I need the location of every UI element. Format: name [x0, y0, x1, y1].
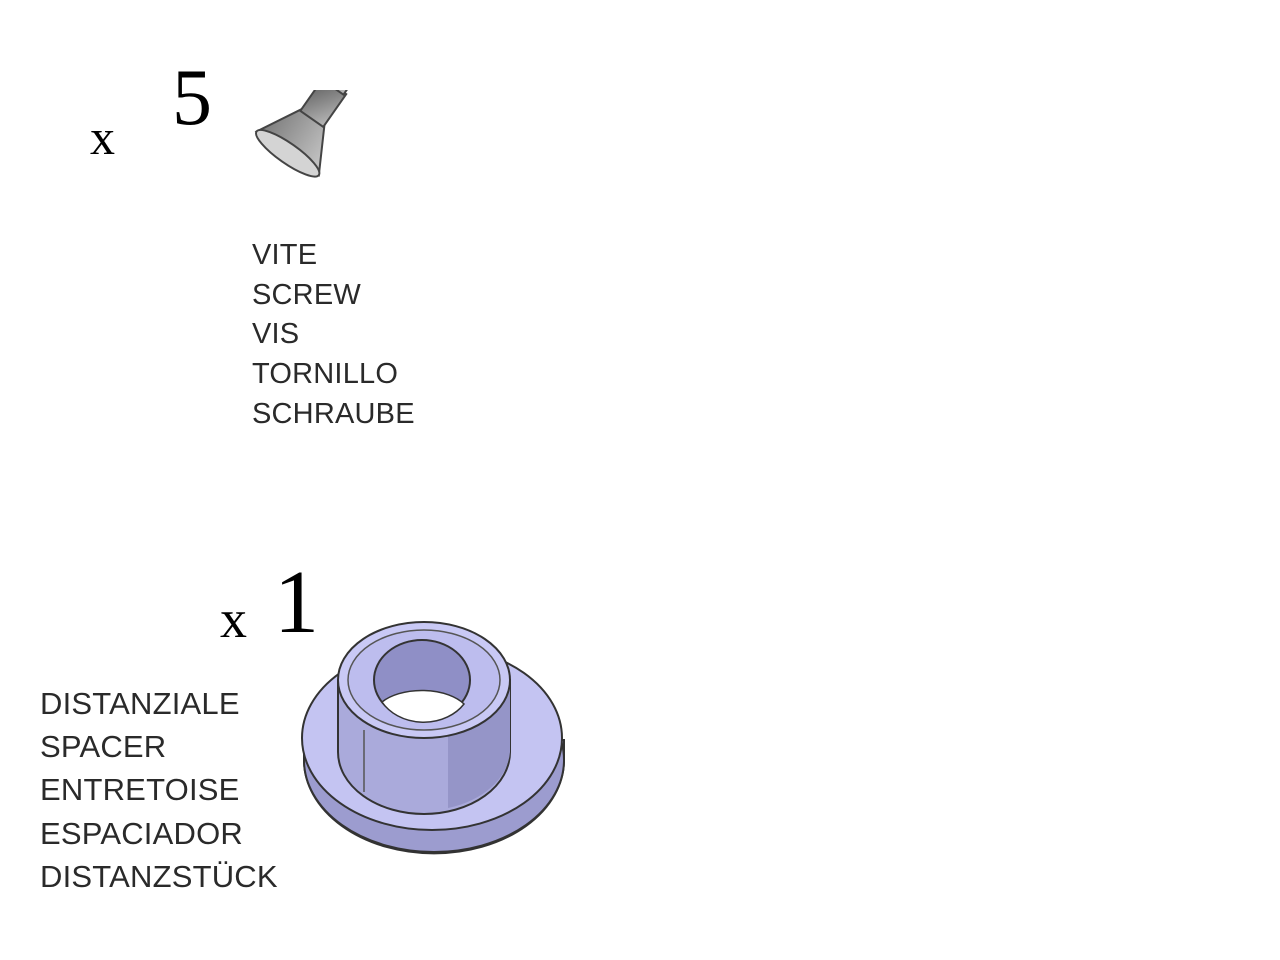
spacer-label-es: ESPACIADOR: [40, 815, 243, 851]
spacer-label-de: DISTANZSTÜCK: [40, 858, 278, 894]
screw-label-en: SCREW: [252, 278, 361, 311]
spacer-label-en: SPACER: [40, 729, 167, 765]
screw-label-list: VITE SCREW VIS TORNILLO SCHRAUBE: [252, 236, 415, 435]
screw-qty-value: 5: [172, 54, 212, 142]
spacer-label-fr: ENTRETOISE: [40, 772, 240, 808]
screw-label-de: SCHRAUBE: [252, 397, 415, 430]
spacer-qty-value: 1: [274, 553, 319, 652]
spacer-label-list: DISTANZIALE SPACER ENTRETOISE ESPACIADOR…: [40, 682, 278, 898]
screw-qty-prefix: x: [90, 109, 115, 165]
spacer-qty-prefix: x: [220, 589, 247, 649]
spacer-icon: [301, 621, 565, 855]
screw-label-es: TORNILLO: [252, 358, 399, 391]
screw-label-fr: VIS: [252, 318, 300, 351]
screw-icon: [254, 90, 350, 178]
spacer-label-it: DISTANZIALE: [40, 686, 240, 721]
screw-label-it: VITE: [252, 239, 318, 271]
